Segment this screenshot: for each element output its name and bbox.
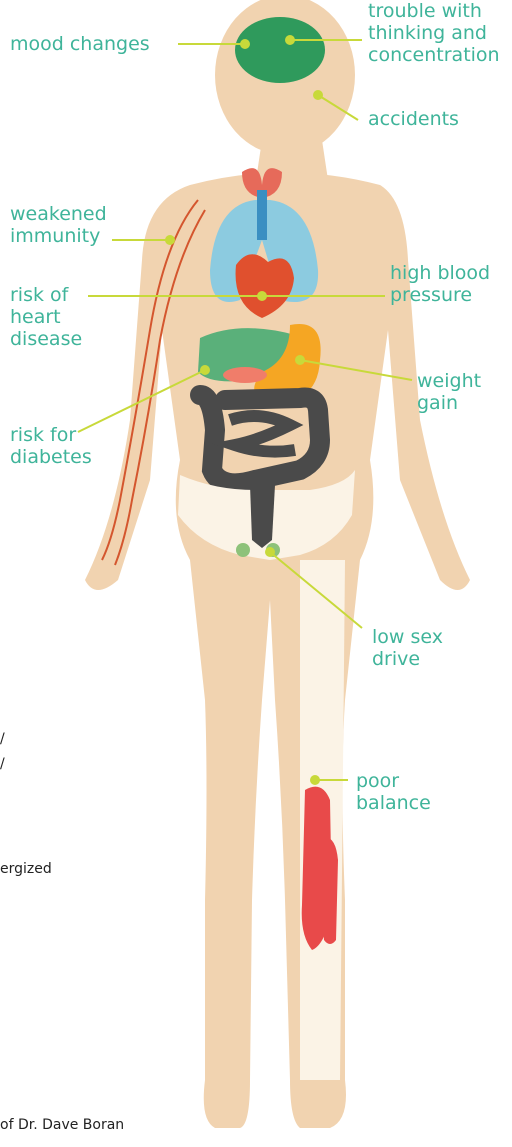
label-high-blood-pressure: high blood pressure [390, 262, 490, 306]
text-fragment-ergized: ergized [0, 860, 52, 878]
label-weakened-immunity: weakened immunity [10, 203, 107, 247]
label-mood-changes: mood changes [10, 33, 150, 55]
label-low-sex-drive: low sex drive [372, 626, 443, 670]
label-risk-heart-disease: risk of heart disease [10, 284, 82, 350]
label-risk-diabetes: risk for diabetes [10, 424, 92, 468]
text-fragment-slash-1: / [0, 730, 5, 748]
label-accidents: accidents [368, 108, 459, 130]
label-weight-gain: weight gain [417, 370, 481, 414]
trachea [257, 190, 267, 240]
credit-fragment: of Dr. Dave Boran [0, 1116, 124, 1134]
label-trouble-thinking: trouble with thinking and concentration [368, 0, 500, 66]
reproductive-organ [250, 483, 275, 549]
brain-organ [235, 17, 325, 83]
text-fragment-slash-2: / [0, 755, 5, 773]
pancreas-organ [223, 367, 267, 383]
label-poor-balance: poor balance [356, 770, 431, 814]
body-silhouette [85, 0, 470, 1128]
gland-left [236, 543, 250, 557]
